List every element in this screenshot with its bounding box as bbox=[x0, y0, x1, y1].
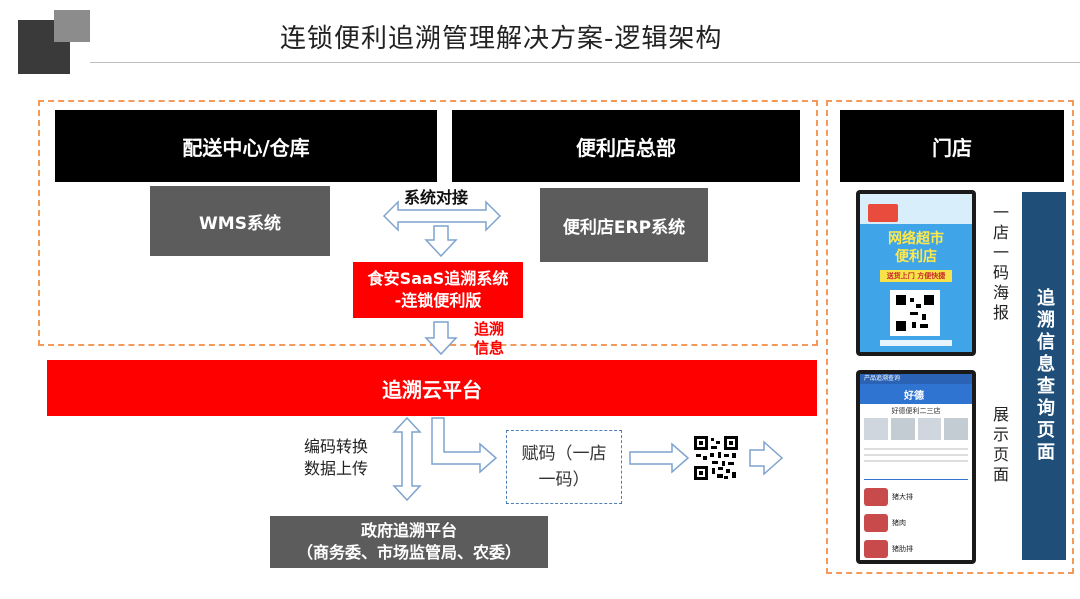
backend-region bbox=[38, 100, 818, 346]
phone-item: 猪肉 bbox=[892, 519, 906, 527]
down-arrow-icon bbox=[424, 225, 458, 258]
meat-thumb-icon bbox=[864, 540, 888, 558]
page-title: 连锁便利追溯管理解决方案-逻辑架构 bbox=[280, 24, 723, 54]
meat-thumb-icon bbox=[864, 488, 888, 506]
right-arrow-icon bbox=[629, 442, 690, 474]
poster-label: 一店一码海报 bbox=[990, 204, 1009, 324]
gov-platform-box: 政府追溯平台 （商务委、市场监管局、农委） bbox=[270, 516, 548, 568]
phone-brand: 好德 bbox=[904, 391, 924, 402]
poster-qr-frame bbox=[890, 290, 940, 336]
phone-store-name: 好德便利二三店 bbox=[891, 407, 941, 415]
phone-item: 猪肋排 bbox=[892, 545, 913, 553]
system-link-label: 系统对接 bbox=[404, 188, 469, 207]
logo-block-light bbox=[54, 10, 90, 42]
phone-item-list: 猪大排 猪肉 猪肋排 bbox=[864, 484, 968, 560]
phone-item: 猪大排 bbox=[892, 493, 913, 501]
fuma-box: 赋码（一店 一码） bbox=[506, 430, 622, 504]
saas-line-1: 食安SaaS追溯系统 bbox=[367, 269, 509, 288]
saas-system-box: 食安SaaS追溯系统 -连锁便利版 bbox=[353, 262, 523, 318]
trace-info-label: 追溯 信息 bbox=[474, 320, 505, 357]
double-arrow-icon bbox=[382, 200, 502, 232]
phone-photo-strip bbox=[864, 418, 968, 440]
store-poster-mockup: 网络超市 便利店 送货上门 方便快捷 bbox=[856, 190, 976, 356]
poster-footer-strip bbox=[880, 340, 952, 346]
saas-line-2: -连锁便利版 bbox=[394, 291, 482, 310]
vertical-double-arrow-icon bbox=[392, 416, 422, 502]
poster-qr-icon bbox=[896, 295, 934, 331]
phone-topbar: 产品追溯查询 bbox=[860, 374, 972, 384]
down-arrow-icon bbox=[424, 321, 458, 356]
poster-figure bbox=[868, 204, 898, 222]
distribution-center-block: 配送中心/仓库 bbox=[55, 110, 437, 182]
bent-arrow-icon bbox=[431, 417, 498, 474]
wms-system-box: WMS系统 bbox=[150, 186, 330, 256]
poster-headline: 网络超市 便利店 bbox=[888, 231, 944, 265]
store-region bbox=[826, 100, 1074, 574]
title-divider bbox=[90, 62, 1080, 63]
hq-block: 便利店总部 bbox=[452, 110, 800, 182]
store-block: 门店 bbox=[840, 110, 1064, 182]
right-arrow-icon bbox=[749, 440, 784, 476]
meat-thumb-icon bbox=[864, 514, 888, 532]
phone-info-lines bbox=[864, 444, 968, 468]
trace-query-panel: 追溯信息查询页面 bbox=[1022, 192, 1066, 560]
qr-code-icon bbox=[694, 436, 738, 480]
cloud-platform-bar: 追溯云平台 bbox=[47, 360, 817, 416]
display-label: 展示页面 bbox=[990, 406, 1009, 486]
phone-tabs bbox=[864, 472, 968, 480]
poster-slogan: 送货上门 方便快捷 bbox=[880, 270, 952, 282]
encode-upload-label: 编码转换 数据上传 bbox=[304, 437, 369, 478]
phone-header: 好德 bbox=[860, 384, 972, 404]
trace-display-mockup: 产品追溯查询 好德 好德便利二三店 猪大排 猪肉 猪肋排 bbox=[856, 370, 976, 564]
erp-system-box: 便利店ERP系统 bbox=[540, 188, 708, 262]
